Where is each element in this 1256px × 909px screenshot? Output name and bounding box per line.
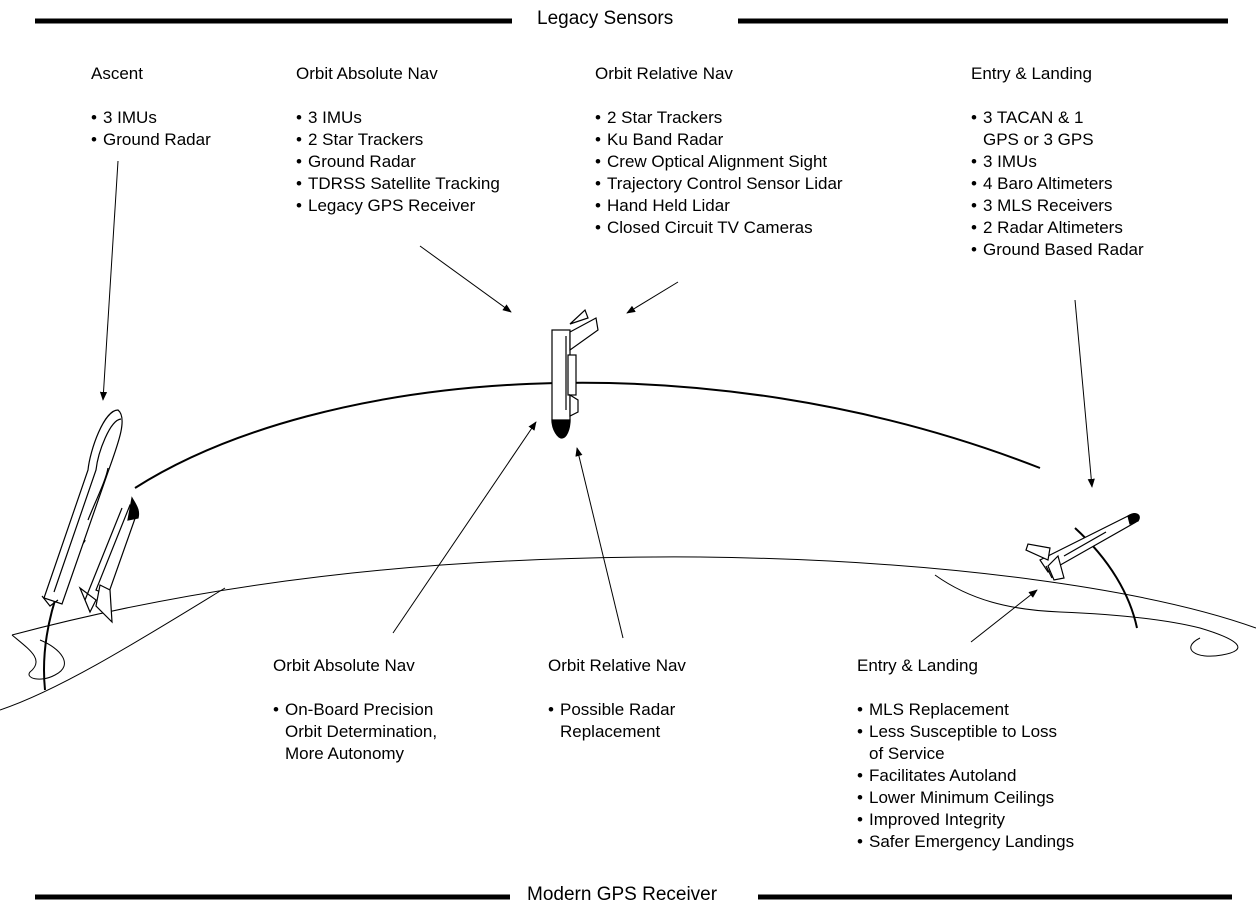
list-item: Less Susceptible to Loss of Service — [857, 721, 1074, 765]
modern-orbit-relative-title: Orbit Relative Nav — [548, 656, 686, 675]
list-item: 3 IMUs — [296, 107, 500, 129]
earth-coast-right — [934, 574, 1239, 657]
arrow-orbit-relative-gps — [575, 447, 624, 639]
list-item: 2 Radar Altimeters — [971, 217, 1144, 239]
list-item: Ground Radar — [296, 151, 500, 173]
legacy-orbit-relative-title: Orbit Relative Nav — [595, 64, 733, 83]
list-item: Ku Band Radar — [595, 129, 843, 151]
arrow-orbit-absolute-gps — [392, 421, 537, 634]
shuttle-launch-stack-icon — [41, 409, 140, 624]
list-item: Improved Integrity — [857, 809, 1074, 831]
list-item: Safer Emergency Landings — [857, 831, 1074, 853]
arrow-orbit-relative-legacy — [626, 281, 679, 314]
list-item: Trajectory Control Sensor Lidar — [595, 173, 843, 195]
modern-orbit-absolute-block: Orbit Absolute Nav On-Board Precision Or… — [273, 655, 437, 765]
shuttle-orbit-icon — [551, 308, 599, 439]
legacy-ascent-block: Ascent 3 IMUs Ground Radar — [91, 63, 211, 151]
list-item: Ground Based Radar — [971, 239, 1144, 261]
list-item: Possible Radar Replacement — [548, 699, 686, 743]
legacy-orbit-relative-block: Orbit Relative Nav 2 Star Trackers Ku Ba… — [595, 63, 843, 239]
list-item: Facilitates Autoland — [857, 765, 1074, 787]
arrow-entry-gps — [970, 589, 1038, 643]
modern-gps-header: Modern GPS Receiver — [523, 884, 722, 906]
legacy-entry-landing-title: Entry & Landing — [971, 64, 1092, 83]
shuttle-entry-icon — [1025, 513, 1140, 581]
list-item: 4 Baro Altimeters — [971, 173, 1144, 195]
modern-orbit-relative-block: Orbit Relative Nav Possible Radar Replac… — [548, 655, 686, 743]
modern-entry-landing-block: Entry & Landing MLS Replacement Less Sus… — [857, 655, 1074, 853]
list-item: Lower Minimum Ceilings — [857, 787, 1074, 809]
list-item: Crew Optical Alignment Sight — [595, 151, 843, 173]
list-item: 2 Star Trackers — [296, 129, 500, 151]
list-item: TDRSS Satellite Tracking — [296, 173, 500, 195]
legacy-sensors-header: Legacy Sensors — [533, 8, 678, 30]
modern-entry-landing-title: Entry & Landing — [857, 656, 978, 675]
list-item: Legacy GPS Receiver — [296, 195, 500, 217]
list-item: 3 MLS Receivers — [971, 195, 1144, 217]
arrow-entry-legacy — [1074, 299, 1095, 488]
list-item: MLS Replacement — [857, 699, 1074, 721]
list-item: On-Board Precision Orbit Determination, … — [273, 699, 437, 765]
orbit-trajectory — [134, 381, 1041, 489]
arrow-ascent — [99, 160, 119, 401]
list-item: Closed Circuit TV Cameras — [595, 217, 843, 239]
legacy-orbit-absolute-title: Orbit Absolute Nav — [296, 64, 438, 83]
earth-coast-left — [11, 634, 65, 680]
list-item: 3 IMUs — [91, 107, 211, 129]
legacy-ascent-title: Ascent — [91, 64, 143, 83]
arrow-orbit-absolute-legacy — [419, 245, 512, 313]
legacy-entry-landing-block: Entry & Landing 3 TACAN & 1 GPS or 3 GPS… — [971, 63, 1144, 261]
list-item: Ground Radar — [91, 129, 211, 151]
earth-coast-left-lower — [0, 587, 226, 711]
list-item: 3 IMUs — [971, 151, 1144, 173]
list-item: Hand Held Lidar — [595, 195, 843, 217]
list-item: 2 Star Trackers — [595, 107, 843, 129]
list-item: 3 TACAN & 1 GPS or 3 GPS — [971, 107, 1144, 151]
modern-orbit-absolute-title: Orbit Absolute Nav — [273, 656, 415, 675]
legacy-orbit-absolute-block: Orbit Absolute Nav 3 IMUs 2 Star Tracker… — [296, 63, 500, 217]
earth-horizon — [11, 556, 1256, 636]
